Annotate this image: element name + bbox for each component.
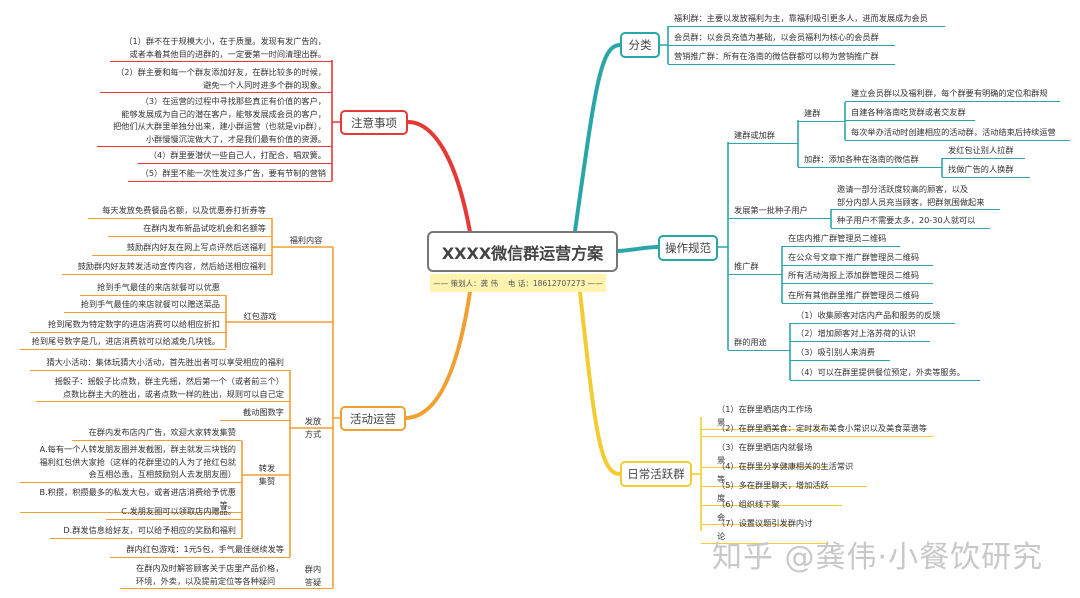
qa-label[interactable]: 群内 答疑 [304,564,322,587]
join-label[interactable]: 加群：添加各种在洛南的微信群 [798,153,942,168]
watermark: 知乎 @龚伟·小餐饮研究 [712,540,1044,575]
branch-category[interactable]: 分类 [620,32,660,58]
distribution-item: 群内红包游戏：1元5包，手气最佳继续发等 [110,543,290,558]
usage-item: （4）可以在群里提供餐位预定，外卖等服务。 [790,366,980,381]
usage-item: （3）吸引别人来消费 [790,346,890,361]
promote-item: 所有活动海报上添加群管理员二维码 [782,269,933,284]
usage-label[interactable]: 群的用途 [728,336,790,351]
promote-label[interactable]: 推广群 [728,260,782,275]
central-topic[interactable]: XXXX微信群运营方案 [427,231,618,272]
planner-info: —— 策划人：龚 伟 电 话：18612707273 —— [430,274,606,292]
seed-item: 种子用户不需要太多，20-30人就可以 [831,214,990,229]
daily-item: （5）多在群里聊天，增加活跃度 [701,479,842,506]
distribution-item: 截动图数字 [220,406,290,421]
redpacket-label[interactable]: 红包游戏 [243,311,277,321]
redpacket-item: 抢到尾数为特定数字的进店消费可以给相应折扣 [30,318,226,333]
create-item: 自建各种洛南吃货群或者交友群 [845,106,975,121]
forward-label[interactable]: 转发 集赞 [258,463,276,486]
notes-item: （4）群里要潜伏一些自己人，打配合，唱双簧。 [138,149,332,164]
usage-item: （1）收集顾客对店内产品和服务的反馈 [790,309,955,324]
build-label[interactable]: 建群或加群 [728,129,798,144]
category-item: 会员群：以会员充值为基础，以会员福利为核心的会员群 [668,31,895,46]
welfare-label[interactable]: 福利内容 [289,235,323,245]
forward-item: D.群发信息给好友，可以给予相应的奖励和福利 [50,524,242,539]
join-item: 发红包让别人拉群 [942,144,1025,159]
notes-item: （1）群不在于规模大小，在于质量。发现有发广告的， 或者本着其他目的进群的，一定… [110,35,332,62]
welfare-item: 每天发放免费餐品名额，以及优惠券打折券等 [88,204,272,219]
daily-item: （6）组织线下聚会 [701,498,793,525]
branch-daily[interactable]: 日常活跃群 [620,461,692,487]
join-item: 找做广告的人换群 [942,163,1030,178]
create-label[interactable]: 建群 [798,107,845,122]
welfare-item: 鼓励群内好友转发活动宣传内容，然后给送相应福利 [62,260,272,275]
promote-item: 在公众号文章下推广群管理员二维码 [782,251,933,266]
welfare-item: 在群内发布新品试吃机会和名额等 [108,222,272,237]
daily-item: （3）在群里晒店内就餐场景 [701,441,826,468]
redpacket-item: 抢到尾号数字是几，进店消费就可以给减免几块钱。 [20,335,226,350]
category-item: 福利群：主要以发放福利为主，靠福利吸引更多人，进而发展成为会员 [668,12,945,27]
distribution-item: 摇骰子：摇骰子比点数，群主先摇，然后第一个（或者前三个） 点数比群主大的胜出，或… [36,375,290,402]
welfare-item: 鼓励群内好友在网上写点评然后送福利 [92,241,272,256]
redpacket-item: 抢到手气最佳的来店就餐可以优惠 [80,281,226,296]
notes-item: （3）在运营的过程中寻找那些真正有价值的客户， 能够发展成为自己的潜在客户，能够… [97,95,332,147]
daily-item: （1）在群里晒店内工作场景 [701,403,826,430]
create-item: 每次举办活动时创建相应的活动群，活动结束后持续运营 [845,126,1070,141]
branch-notes[interactable]: 注意事项 [340,110,408,135]
distribution-item: 猜大小活动：集体玩猜大小活动，首先胜出者可以享受相应的福利 [30,356,290,371]
promote-item: 在店内推广群管理员二维码 [782,232,900,247]
seed-label[interactable]: 发展第一批种子用户 [728,204,831,219]
forward-item: 在群内发布店内广告，欢迎大家转发集赞 [72,426,242,441]
forward-item: A.每有一个人转发朋友圈并发截图，群主就发三块钱的 福利红包供大家抢（这样的花群… [20,443,242,483]
usage-item: （2）增加顾客对上洛苏荷的认识 [790,327,930,342]
branch-ops[interactable]: 操作规范 [658,235,718,261]
distribution-label[interactable]: 发放 方式 [304,416,322,439]
qa-item: 在群内及时解答顾客关于店里产品价格， 环境，外卖，以及提前定位等各种疑问 [120,562,333,589]
daily-item: （4）在群里分享健康相关的生活常识等 [701,460,867,487]
forward-item: C.发朋友圈可以领取店内赠品。 [106,505,242,520]
forward-item: B.积攒，积攒最多的私发大包，或者进店消费给予优惠等。 [20,486,242,513]
notes-item: （5）群里不能一次性发过多广告，要有节制的营销 [128,167,332,182]
category-item: 营销推广群：所有在洛南的微信群都可以称为营销推广群 [668,50,895,65]
notes-item: （2）群主要和每一个群友添加好友，在群比较多的时候， 避免一个人同时进多个群的现… [100,66,332,93]
daily-item: （7）设置议题引发群内讨论 [701,517,826,544]
create-item: 建立会员群以及福利群，每个群要有明确的定位和群规 [845,87,1060,102]
redpacket-item: 抢到手气最佳的来店就餐可以赠送菜品 [64,298,226,313]
promote-item: 在所有其他群里推广群管理员二维码 [782,289,933,304]
daily-item: （2）在群里晒美食：定时发布美食小常识以及美食菜谱等 [701,422,933,437]
seed-item: 邀请一部分活跃度较高的顾客，以及 部分内部人员充当顾客，把群氛围做起来 [831,183,1000,210]
branch-activity[interactable]: 活动运营 [340,406,406,431]
